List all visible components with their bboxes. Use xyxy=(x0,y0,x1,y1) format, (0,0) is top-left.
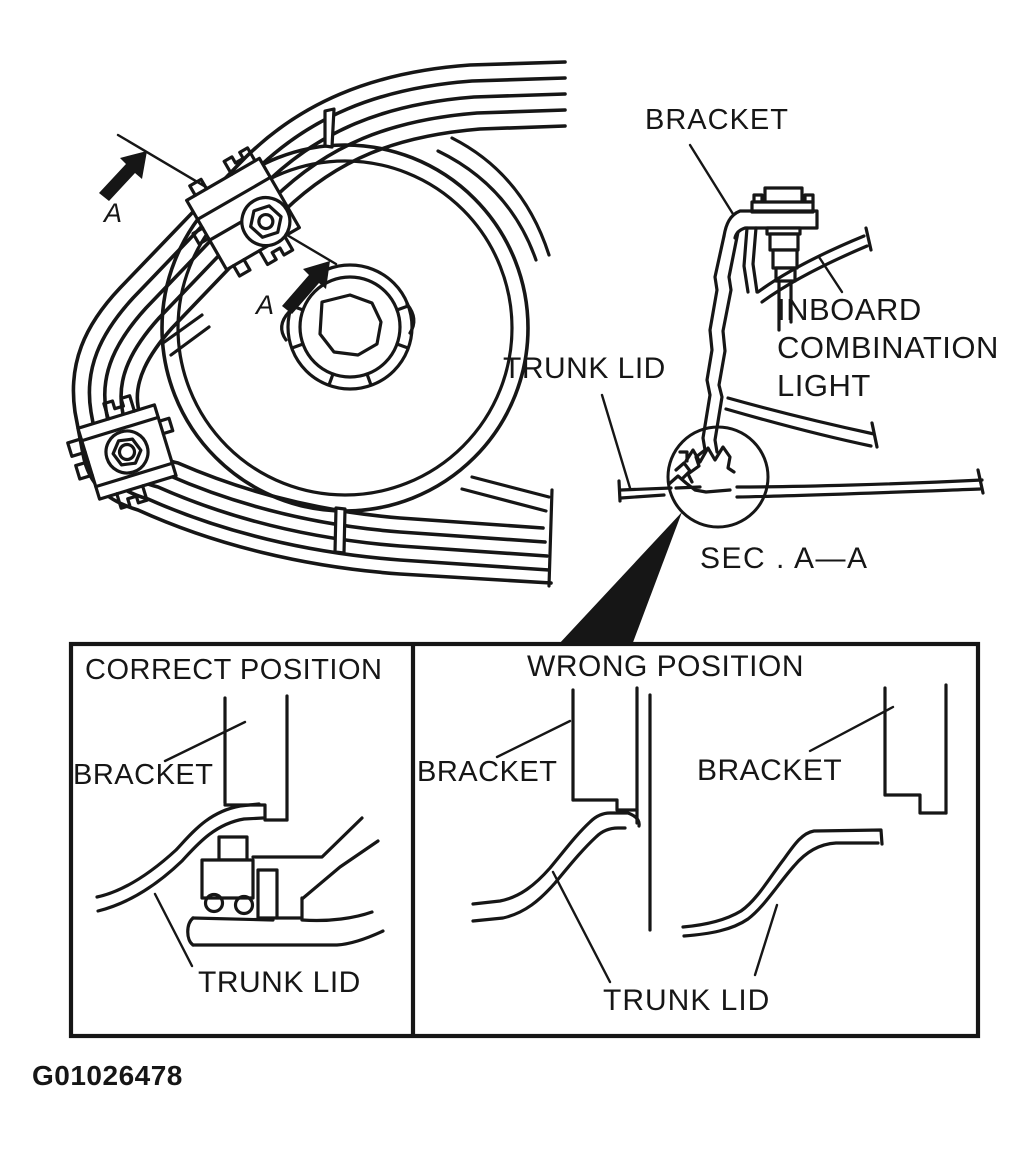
tail-light-housing xyxy=(66,60,567,588)
detail-pointer xyxy=(558,512,682,645)
housing-seam-tab-top xyxy=(323,107,336,149)
bulb-socket-opening xyxy=(280,263,416,391)
section-bracket-label: BRACKET xyxy=(645,104,789,136)
comparison-box xyxy=(68,641,981,1039)
section-view-drawing xyxy=(600,143,985,529)
correct-bracket-label: BRACKET xyxy=(73,759,214,791)
bracket-leader-line xyxy=(688,143,735,216)
section-caption: SEC . A—A xyxy=(700,542,869,575)
correct-trunk-lid-label: TRUNK LID xyxy=(198,966,361,999)
detail-circle xyxy=(666,425,770,529)
housing-seam-tab-bottom xyxy=(333,506,347,555)
wrong-bracket-right-label: BRACKET xyxy=(697,754,843,787)
section-trunk-lid-label: TRUNK LID xyxy=(503,352,666,385)
wrong-bracket-left-label: BRACKET xyxy=(417,756,558,788)
light-leader-line xyxy=(817,255,844,294)
section-arrow-a-top-icon xyxy=(99,151,147,201)
trunk-lid-leader-line xyxy=(600,393,632,490)
correct-position-drawing xyxy=(95,694,385,968)
wrong-position-left-drawing xyxy=(471,686,641,984)
lower-socket-assembly xyxy=(66,394,178,510)
section-marker-a-top: A xyxy=(104,198,123,228)
section-light-label: INBOARD COMBINATION LIGHT xyxy=(777,292,999,403)
section-arrow-a-mid-icon xyxy=(282,261,330,314)
wrong-panel-title: WRONG POSITION xyxy=(527,650,804,683)
bracket-bolt xyxy=(750,186,815,214)
wrong-position-right-drawing xyxy=(681,683,948,977)
section-marker-a-mid: A xyxy=(256,290,275,320)
upper-socket-assembly xyxy=(185,146,301,278)
figure-code: G01026478 xyxy=(32,1060,183,1091)
correct-panel-title: CORRECT POSITION xyxy=(85,654,383,686)
wrong-trunk-lid-label: TRUNK LID xyxy=(603,984,771,1017)
